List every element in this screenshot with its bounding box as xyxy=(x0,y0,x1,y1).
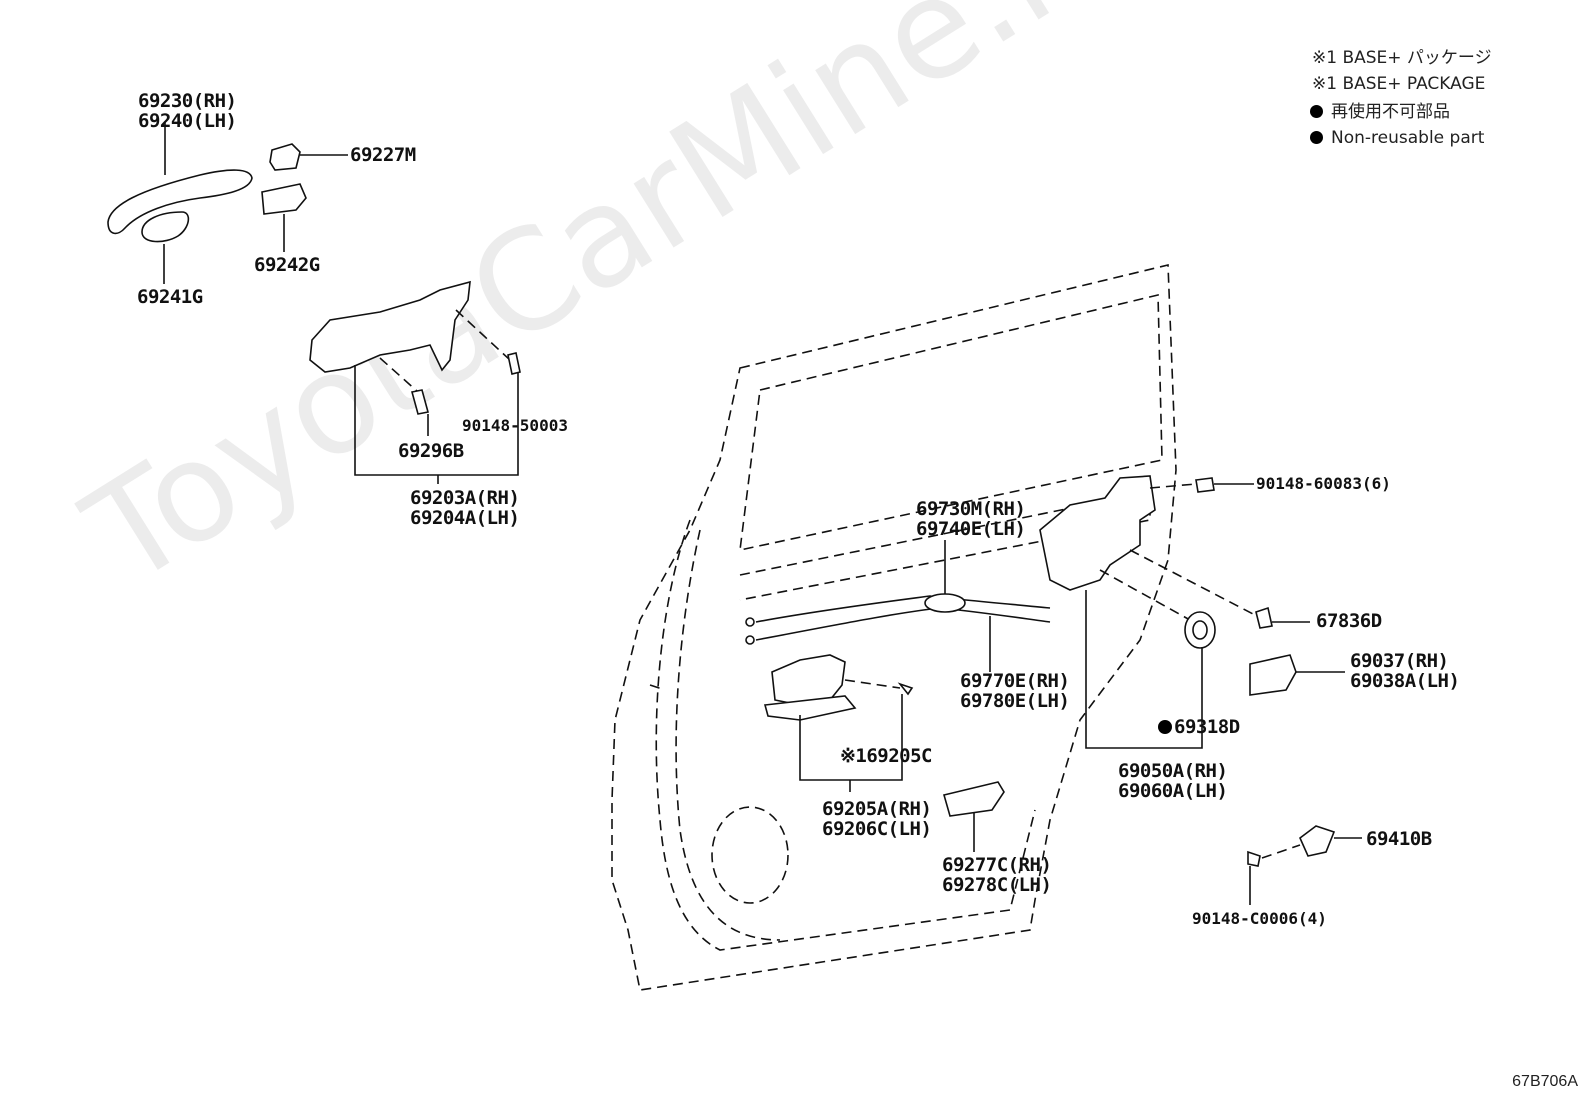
non-reusable-dot-icon xyxy=(1310,131,1323,144)
label-69730M: 69730M(RH) xyxy=(916,498,1026,520)
door-lock-69050A xyxy=(1039,475,1310,749)
diagram-code: 67B706A xyxy=(1512,1073,1578,1090)
label-69227M: 69227M xyxy=(350,144,416,166)
label-69242G: 69242G xyxy=(254,254,320,276)
label-69206C: 69206C(LH) xyxy=(822,818,932,840)
legend-note-en: ※1 BASE+ PACKAGE xyxy=(1312,74,1486,94)
label-69770E: 69770E(RH) xyxy=(960,670,1070,692)
label-69205C: ※169205C xyxy=(840,745,933,767)
label-69740E: 69740E(LH) xyxy=(916,518,1026,540)
label-69296B: 69296B xyxy=(398,440,464,462)
label-69780E: 69780E(LH) xyxy=(960,690,1070,712)
label-69038A: 69038A(LH) xyxy=(1350,670,1460,692)
label-67836D: 67836D xyxy=(1316,610,1382,632)
label-69050A: 69050A(RH) xyxy=(1118,760,1228,782)
non-reusable-dot-icon xyxy=(1158,720,1172,734)
label-69277C: 69277C(RH) xyxy=(942,854,1052,876)
legend-non-reusable-en: Non-reusable part xyxy=(1310,126,1484,150)
outside-handle-69230 xyxy=(107,122,253,284)
legend-note-jp: ※1 BASE+ パッケージ xyxy=(1312,48,1492,68)
label-69230: 69230(RH) xyxy=(138,90,237,112)
cable-69770E xyxy=(745,540,1051,672)
label-69241G: 69241G xyxy=(137,286,203,308)
label-69037: 69037(RH) xyxy=(1350,650,1449,672)
non-reusable-dot-icon xyxy=(1310,105,1323,118)
striker-69410B xyxy=(1247,825,1362,905)
label-90148-60083: 90148-60083(6) xyxy=(1256,474,1391,493)
label-69060A: 69060A(LH) xyxy=(1118,780,1228,802)
label-69240: 69240(LH) xyxy=(138,110,237,132)
frame-69203A xyxy=(309,280,521,484)
cover-69037 xyxy=(1249,654,1345,696)
label-69204A: 69204A(LH) xyxy=(410,507,520,529)
rear-door-outline xyxy=(611,263,1177,991)
label-90148-50003: 90148-50003 xyxy=(462,416,568,435)
label-69205A: 69205A(RH) xyxy=(822,798,932,820)
label-69318D: 69318D xyxy=(1158,716,1240,738)
cover-69277C xyxy=(943,781,1005,852)
label-90148-C0006: 90148-C0006(4) xyxy=(1192,909,1327,928)
legend-non-reusable-jp: 再使用不可部品 xyxy=(1310,100,1450,124)
label-69410B: 69410B xyxy=(1366,828,1432,850)
gasket-69242G xyxy=(261,183,307,252)
label-69203A: 69203A(RH) xyxy=(410,487,520,509)
label-69278C: 69278C(LH) xyxy=(942,874,1052,896)
cap-69227M xyxy=(269,143,348,171)
inside-handle-69205A xyxy=(763,654,914,792)
